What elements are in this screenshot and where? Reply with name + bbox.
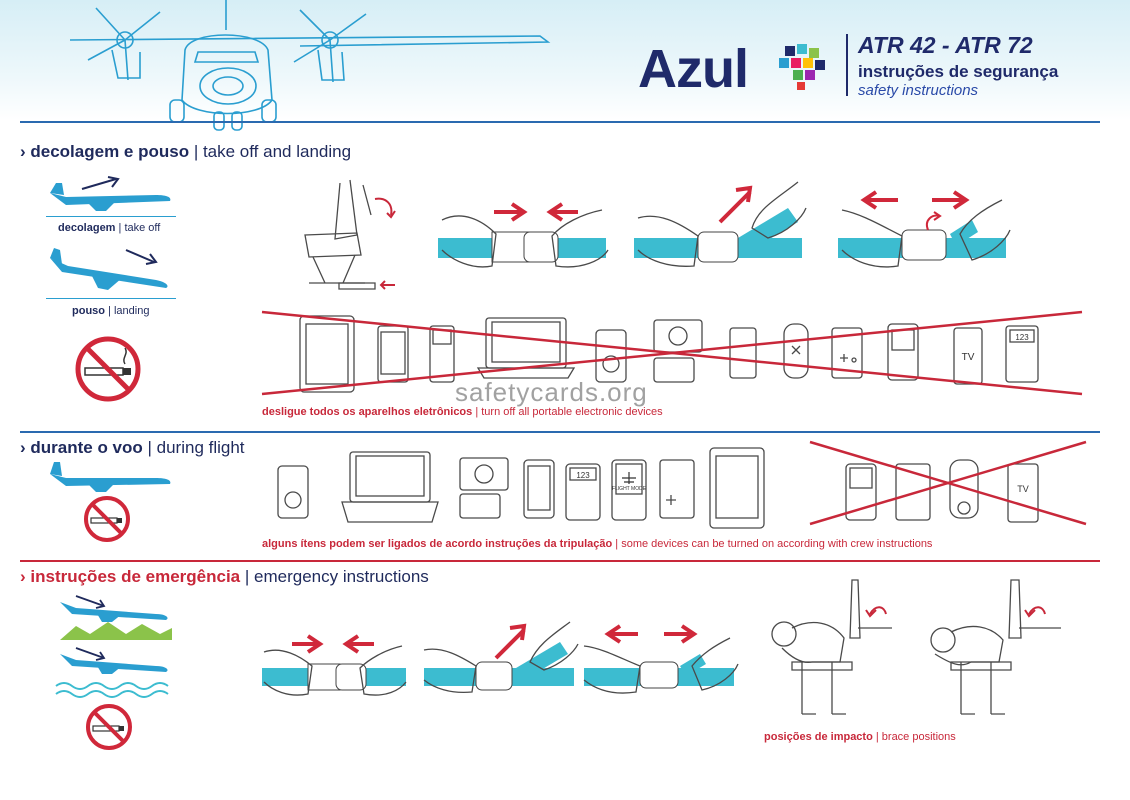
header-rule: [20, 121, 1100, 123]
section-rule-1: [20, 431, 1100, 433]
section-flight-title-pt: › durante o voo: [20, 438, 143, 457]
devices-prohibited-row: TV 123: [261, 310, 1083, 396]
calc-label-2: 123: [576, 471, 590, 480]
emergency-water-plane-icon: [55, 647, 169, 698]
emergency-belt-release: [583, 624, 739, 694]
note-turn-off-devices: desligue todos os aparelhos eletrônicos …: [262, 406, 663, 418]
tv-label-2: TV: [1017, 484, 1029, 494]
note-some-devices-en: | some devices can be turned on accordin…: [612, 538, 933, 550]
devices-allowed-row: 123 FLIGHT MODE: [277, 447, 765, 529]
note-brace-positions: posições de impacto | brace positions: [764, 731, 956, 743]
title-english: safety instructions: [858, 82, 979, 99]
emergency-land-plane-icon: [60, 595, 172, 640]
section-rule-2: [20, 560, 1100, 562]
section-takeoff-title: › decolagem e pouso | take off and landi…: [20, 142, 351, 162]
section-flight-title: › durante o voo | during flight: [20, 438, 245, 458]
landing-plane-icon: [50, 248, 168, 290]
emergency-belt-fasten: [262, 634, 407, 696]
section-takeoff-title-en: | take off and landing: [189, 142, 352, 161]
brazil-map-logo-icon: [779, 44, 825, 90]
caption-takeoff-pt: decolagem: [58, 222, 116, 234]
caption-landing-en: | landing: [105, 305, 150, 317]
belt-release-illustration: [838, 190, 1011, 268]
section-takeoff-title-pt: › decolagem e pouso: [20, 142, 190, 161]
section-flight-title-en: | during flight: [142, 438, 245, 457]
devices-prohibited-flight: TV: [809, 440, 1087, 526]
note-brace-en: | brace positions: [872, 731, 956, 743]
note-some-devices-pt: alguns ítens podem ser ligados de acordo…: [262, 538, 613, 550]
no-smoking-icon: [75, 336, 141, 402]
note-some-devices: alguns ítens podem ser ligados de acordo…: [262, 538, 932, 550]
no-smoking-icon-emergency: [86, 704, 132, 750]
brace-position-2: [930, 579, 1061, 715]
brand-name: Azul: [638, 39, 749, 99]
airplane-front-illustration: [69, 0, 551, 131]
tv-label-1: TV: [962, 352, 975, 363]
caption-landing: pouso | landing: [72, 305, 149, 317]
caption-landing-pt: pouso: [72, 305, 105, 317]
title-portuguese: instruções de segurança: [858, 62, 1059, 81]
note-turn-off-en: | turn off all portable electronic devic…: [472, 406, 663, 418]
takeoff-plane-icon: [50, 176, 171, 211]
flight-mode-label: FLIGHT MODE: [612, 486, 647, 492]
cruise-plane-icon: [50, 462, 171, 492]
section-emergency-title-pt: › instruções de emergência: [20, 567, 241, 586]
calc-label-1: 123: [1015, 333, 1029, 342]
landing-ground-line: [46, 298, 176, 299]
no-smoking-icon-flight: [84, 496, 130, 542]
seat-upright-illustration: [304, 179, 396, 290]
caption-takeoff-en: | take off: [115, 222, 161, 234]
brace-position-1: [771, 579, 892, 715]
aircraft-model: ATR 42 - ATR 72: [858, 32, 1033, 58]
header-background: [0, 0, 1130, 120]
section-emergency-title: › instruções de emergência | emergency i…: [20, 567, 429, 587]
takeoff-ground-line: [46, 216, 176, 217]
note-turn-off-pt: desligue todos os aparelhos eletrônicos: [262, 406, 473, 418]
caption-takeoff: decolagem | take off: [58, 222, 160, 234]
emergency-belt-tighten: [423, 621, 579, 694]
belt-fasten-illustration: [438, 202, 609, 268]
watermark: safetycards.org: [455, 377, 648, 407]
note-brace-pt: posições de impacto: [764, 731, 873, 743]
header-divider: [846, 34, 848, 96]
section-emergency-title-en: | emergency instructions: [240, 567, 429, 586]
belt-tighten-illustration: [634, 181, 807, 267]
